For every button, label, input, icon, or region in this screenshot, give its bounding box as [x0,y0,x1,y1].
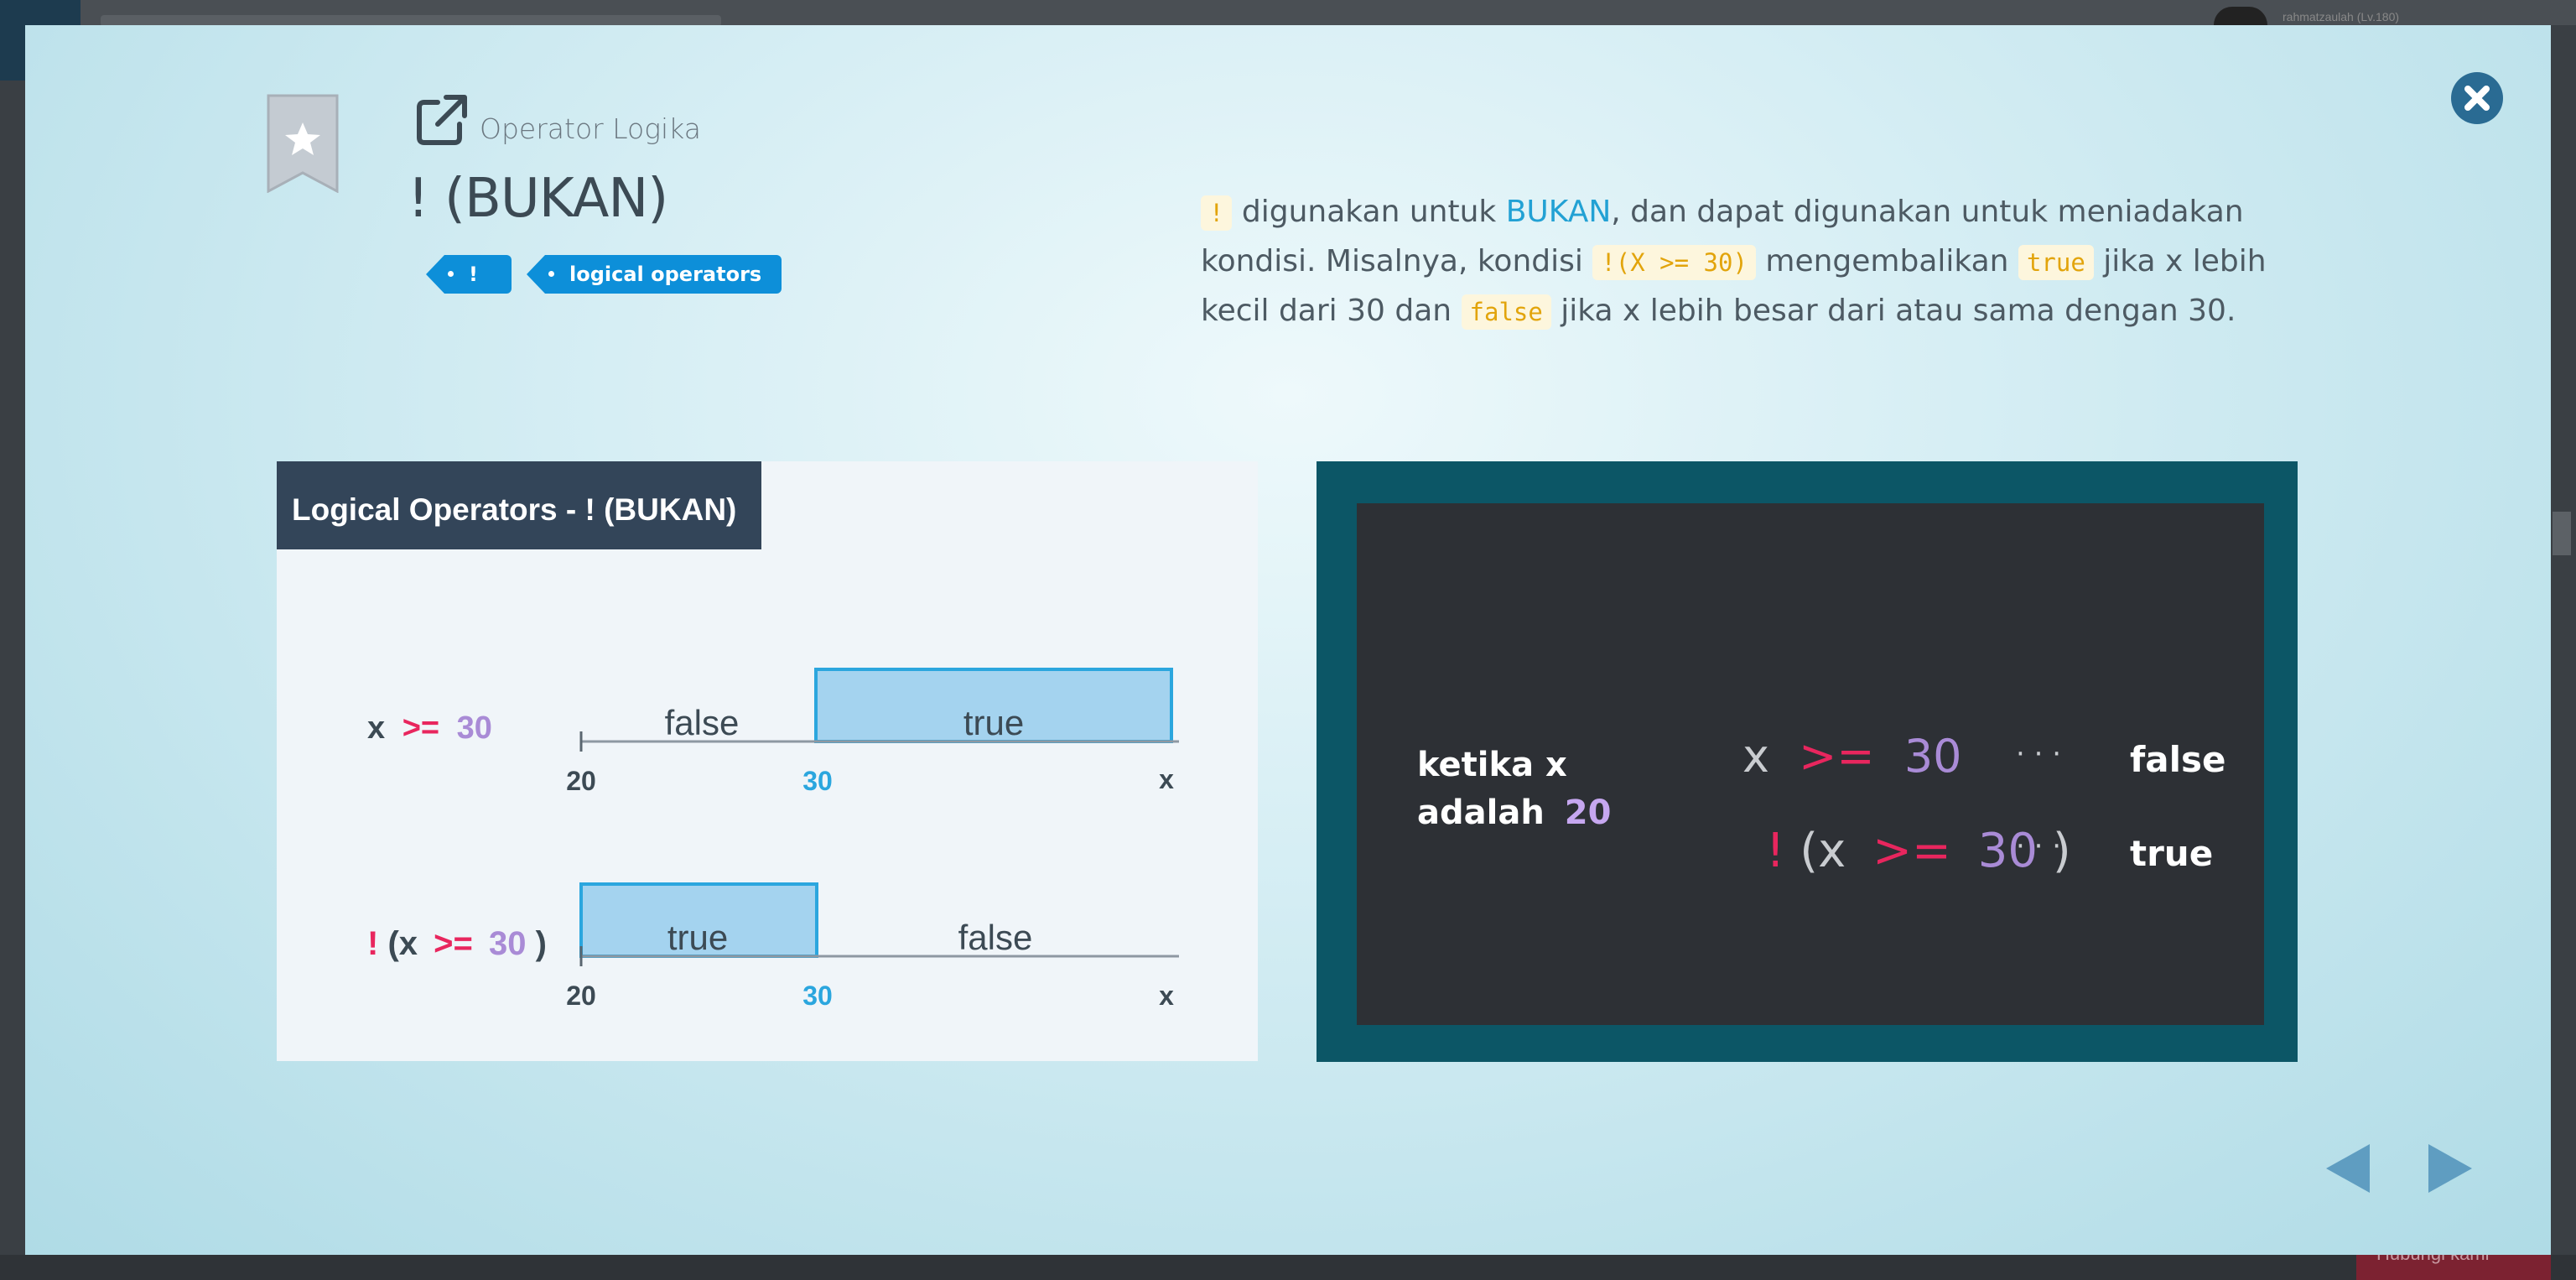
condition-line1: ketika x [1417,746,1567,784]
keyword-bukan: BUKAN [1505,195,1612,229]
close-icon [2464,86,2490,111]
diagram-number-line: Logical Operators - ! (BUKAN) x >= 30 fa… [277,461,1258,1061]
bookmark-star-icon[interactable] [267,94,339,193]
code-false: false [1461,294,1551,330]
background-scrollbar [2553,512,2571,555]
row1-true-region [814,668,1173,743]
expression-2: ! (x >= 30 ) [1766,824,2071,878]
lesson-modal: Operator Logika ! (BUKAN) ! logical oper… [25,25,2551,1255]
chevron-left-icon[interactable] [2321,1141,2375,1196]
code-true: true [2018,245,2094,280]
expression-1-dots: · · · [2016,737,2061,771]
tag-logical-operators[interactable]: logical operators [527,255,782,294]
diagram-header-bg [277,461,761,549]
diagram-chalkboard: ketika x adalah 20 x >= 30 · · · false !… [1317,461,2298,1062]
row1-true-label: true [963,703,1024,742]
code-not: ! [1201,195,1233,231]
background-search [101,15,721,27]
close-button[interactable] [2451,72,2503,124]
description-text: digunakan untuk [1232,195,1506,229]
chevron-right-icon[interactable] [2423,1141,2477,1196]
tag-not[interactable]: ! [426,255,512,294]
background-avatar [2214,7,2267,25]
row2-true-region [579,882,818,958]
chalkboard [1357,503,2264,1025]
row1-false-label: false [665,703,740,742]
row1-tick-20: 20 [566,766,596,796]
row2-true-label: true [667,918,728,957]
expression-1-result: false [2130,739,2226,780]
condition-line2: adalah 20 [1417,793,1611,832]
expression-2-result: true [2130,833,2213,874]
row2-expression: ! (x >= 30 ) [367,925,547,962]
row1-tick-x: x [1159,764,1174,794]
tag-label: logical operators [569,263,762,286]
expression-2-dots: · · · [2016,830,2061,863]
background-bottombar [0,1255,2576,1280]
description: ! digunakan untuk BUKAN, dan dapat digun… [1201,188,2308,336]
description-text: mengembalikan [1755,244,2018,278]
page-title: ! (BUKAN) [408,168,668,230]
category-label: Operator Logika [480,112,701,145]
description-text: jika x lebih besar dari atau sama dengan… [1550,294,2236,328]
row2-tick-30: 30 [802,981,833,1011]
row1-expression: x >= 30 [367,710,492,746]
diagram-header: Logical Operators - ! (BUKAN) [292,492,736,527]
external-link-icon[interactable] [413,91,471,149]
description-text: , dan dapat digunakan untuk meniadakan k… [1201,195,2244,278]
code-expression: !(X >= 30) [1592,245,1756,280]
background-username: rahmatzaulah (Lv.180) [2283,10,2400,23]
expression-1: x >= 30 [1742,730,1962,783]
row2-tick-x: x [1159,981,1174,1011]
tag-label: ! [469,263,478,286]
row1-tick-30: 30 [802,766,833,796]
row2-tick-20: 20 [566,981,596,1011]
row2-false-label: false [958,918,1033,957]
description-text: jika x lebih kecil dari 30 dan [1201,244,2267,328]
